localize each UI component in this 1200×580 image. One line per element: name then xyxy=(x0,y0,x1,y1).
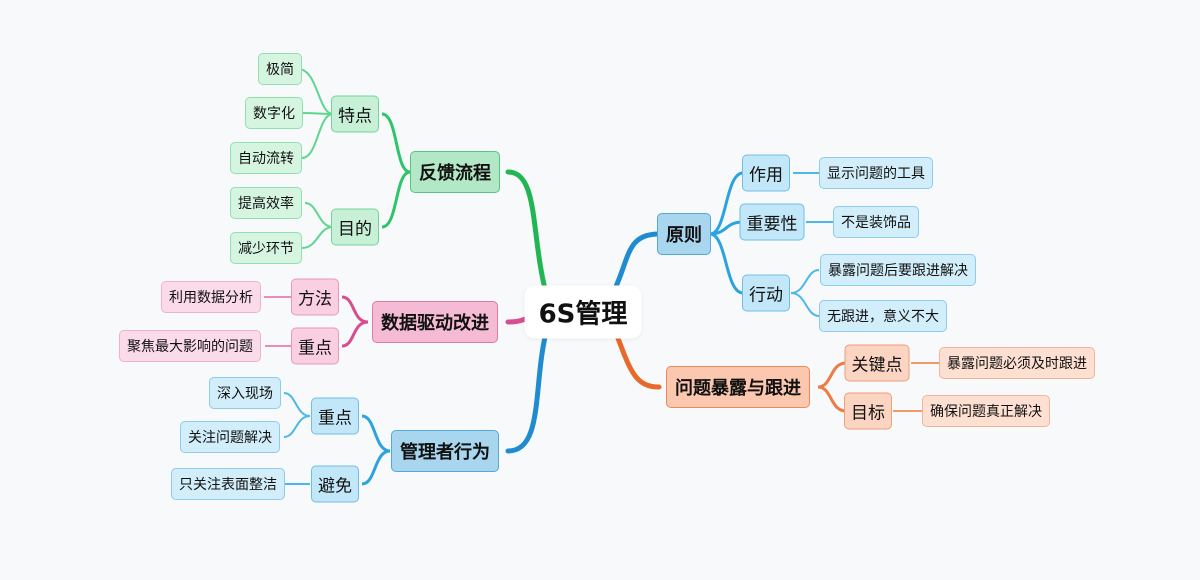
leaf-feedback-purpose-2[interactable]: 减少环节 xyxy=(230,232,302,264)
node-manager-avoid[interactable]: 避免 xyxy=(311,465,359,503)
branch-principle[interactable]: 原则 xyxy=(657,213,711,255)
node-principle-action[interactable]: 行动 xyxy=(742,274,790,312)
node-feedback-purpose[interactable]: 目的 xyxy=(331,208,379,246)
leaf-manager-focus-2[interactable]: 关注问题解决 xyxy=(180,421,280,453)
node-feedback-features[interactable]: 特点 xyxy=(331,95,379,133)
leaf-principle-importance-1[interactable]: 不是装饰品 xyxy=(833,206,919,238)
node-data-focus[interactable]: 重点 xyxy=(291,327,339,365)
leaf-manager-focus-1[interactable]: 深入现场 xyxy=(209,377,281,409)
branch-data-driven[interactable]: 数据驱动改进 xyxy=(372,301,498,343)
node-exposure-goal[interactable]: 目标 xyxy=(844,392,892,430)
leaf-feedback-purpose-1[interactable]: 提高效率 xyxy=(230,187,302,219)
connector-root-feedback xyxy=(505,169,551,303)
node-principle-role[interactable]: 作用 xyxy=(742,154,790,192)
connector-feedback-features xyxy=(381,112,411,174)
root-node[interactable]: 6S管理 xyxy=(524,285,642,339)
leaf-exposure-key-1[interactable]: 暴露问题必须及时跟进 xyxy=(939,347,1095,379)
connector-root-manager xyxy=(505,322,551,454)
leaf-feedback-feature-2[interactable]: 数字化 xyxy=(245,97,303,129)
leaf-feedback-feature-3[interactable]: 自动流转 xyxy=(230,142,302,174)
connector-root-exposure xyxy=(613,330,662,390)
leaf-feedback-feature-1[interactable]: 极简 xyxy=(258,53,302,85)
branch-manager-behavior[interactable]: 管理者行为 xyxy=(391,430,499,472)
connector-feedback-purpose xyxy=(381,170,411,229)
node-exposure-key[interactable]: 关键点 xyxy=(844,344,910,382)
leaf-manager-avoid-1[interactable]: 只关注表面整洁 xyxy=(171,468,285,500)
connector-root-principle xyxy=(609,231,662,298)
node-data-method[interactable]: 方法 xyxy=(291,278,339,316)
branch-problem-exposure[interactable]: 问题暴露与跟进 xyxy=(666,366,810,408)
leaf-principle-action-1[interactable]: 暴露问题后要跟进解决 xyxy=(820,254,976,286)
leaf-data-method-1[interactable]: 利用数据分析 xyxy=(161,281,261,313)
leaf-exposure-goal-1[interactable]: 确保问题真正解决 xyxy=(922,395,1050,427)
leaf-data-focus-1[interactable]: 聚焦最大影响的问题 xyxy=(119,330,261,362)
node-principle-importance[interactable]: 重要性 xyxy=(739,203,805,241)
leaf-principle-action-2[interactable]: 无跟进，意义不大 xyxy=(819,300,947,332)
leaf-principle-role-1[interactable]: 显示问题的工具 xyxy=(819,157,933,189)
node-manager-focus[interactable]: 重点 xyxy=(311,397,359,435)
branch-feedback-process[interactable]: 反馈流程 xyxy=(410,151,500,193)
